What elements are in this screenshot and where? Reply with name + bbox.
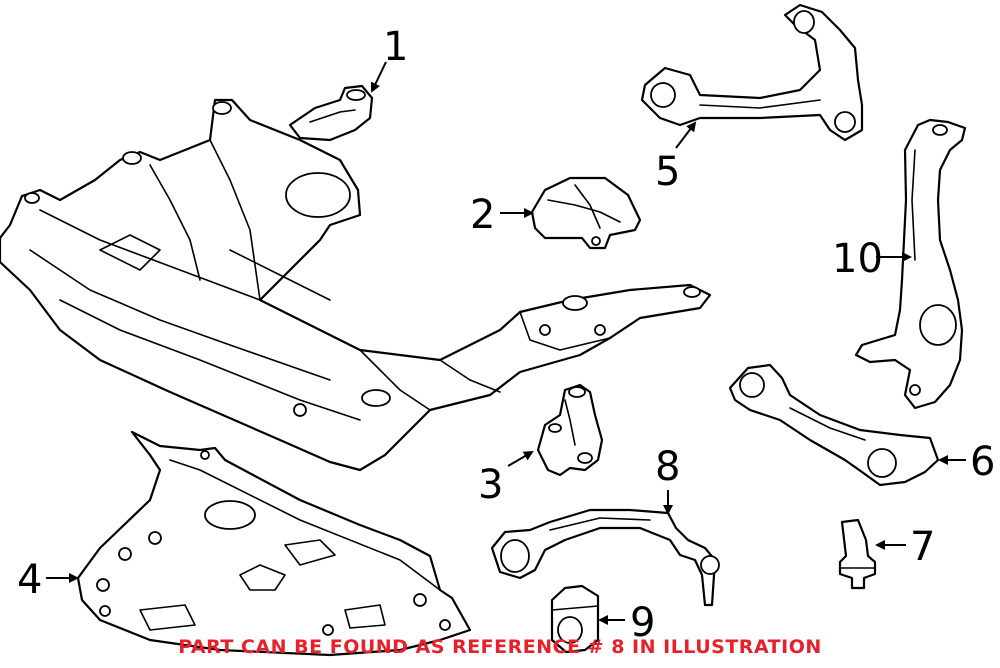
callout-6: 6: [970, 439, 995, 485]
part-2-mount-cover: [530, 176, 642, 250]
callout-3: 3: [478, 462, 503, 508]
callout-2: 2: [470, 192, 495, 238]
callout-10: 10: [832, 236, 883, 282]
part-10-steering-knuckle: [854, 118, 967, 410]
part-1-mount-bracket: [288, 84, 374, 142]
leader-5: [675, 121, 697, 149]
callout-9: 9: [630, 600, 655, 646]
part-4-underbody-shield: [76, 430, 472, 657]
part-3-engine-mount-bracket: [536, 383, 604, 477]
part-8-front-lower-control-arm: [490, 508, 720, 607]
part-5-upper-control-arm: [640, 3, 864, 142]
part-7-ball-joint: [838, 518, 877, 590]
part-6-lower-control-arm: [728, 363, 940, 487]
callout-4: 4: [17, 557, 42, 603]
front-subframe: [0, 98, 712, 472]
part-9-bushing: [550, 584, 600, 654]
leader-1: [370, 61, 387, 93]
leader-3: [507, 450, 534, 467]
callout-numbers: 1 2 3 4 5 6 7 8 9 10: [17, 24, 995, 646]
callout-7: 7: [910, 524, 935, 570]
reference-note: PART CAN BE FOUND AS REFERENCE # 8 IN IL…: [178, 636, 822, 658]
callout-8: 8: [655, 444, 680, 490]
callout-5: 5: [655, 149, 680, 195]
callout-1: 1: [383, 24, 408, 70]
callout-leaders: [46, 61, 966, 625]
